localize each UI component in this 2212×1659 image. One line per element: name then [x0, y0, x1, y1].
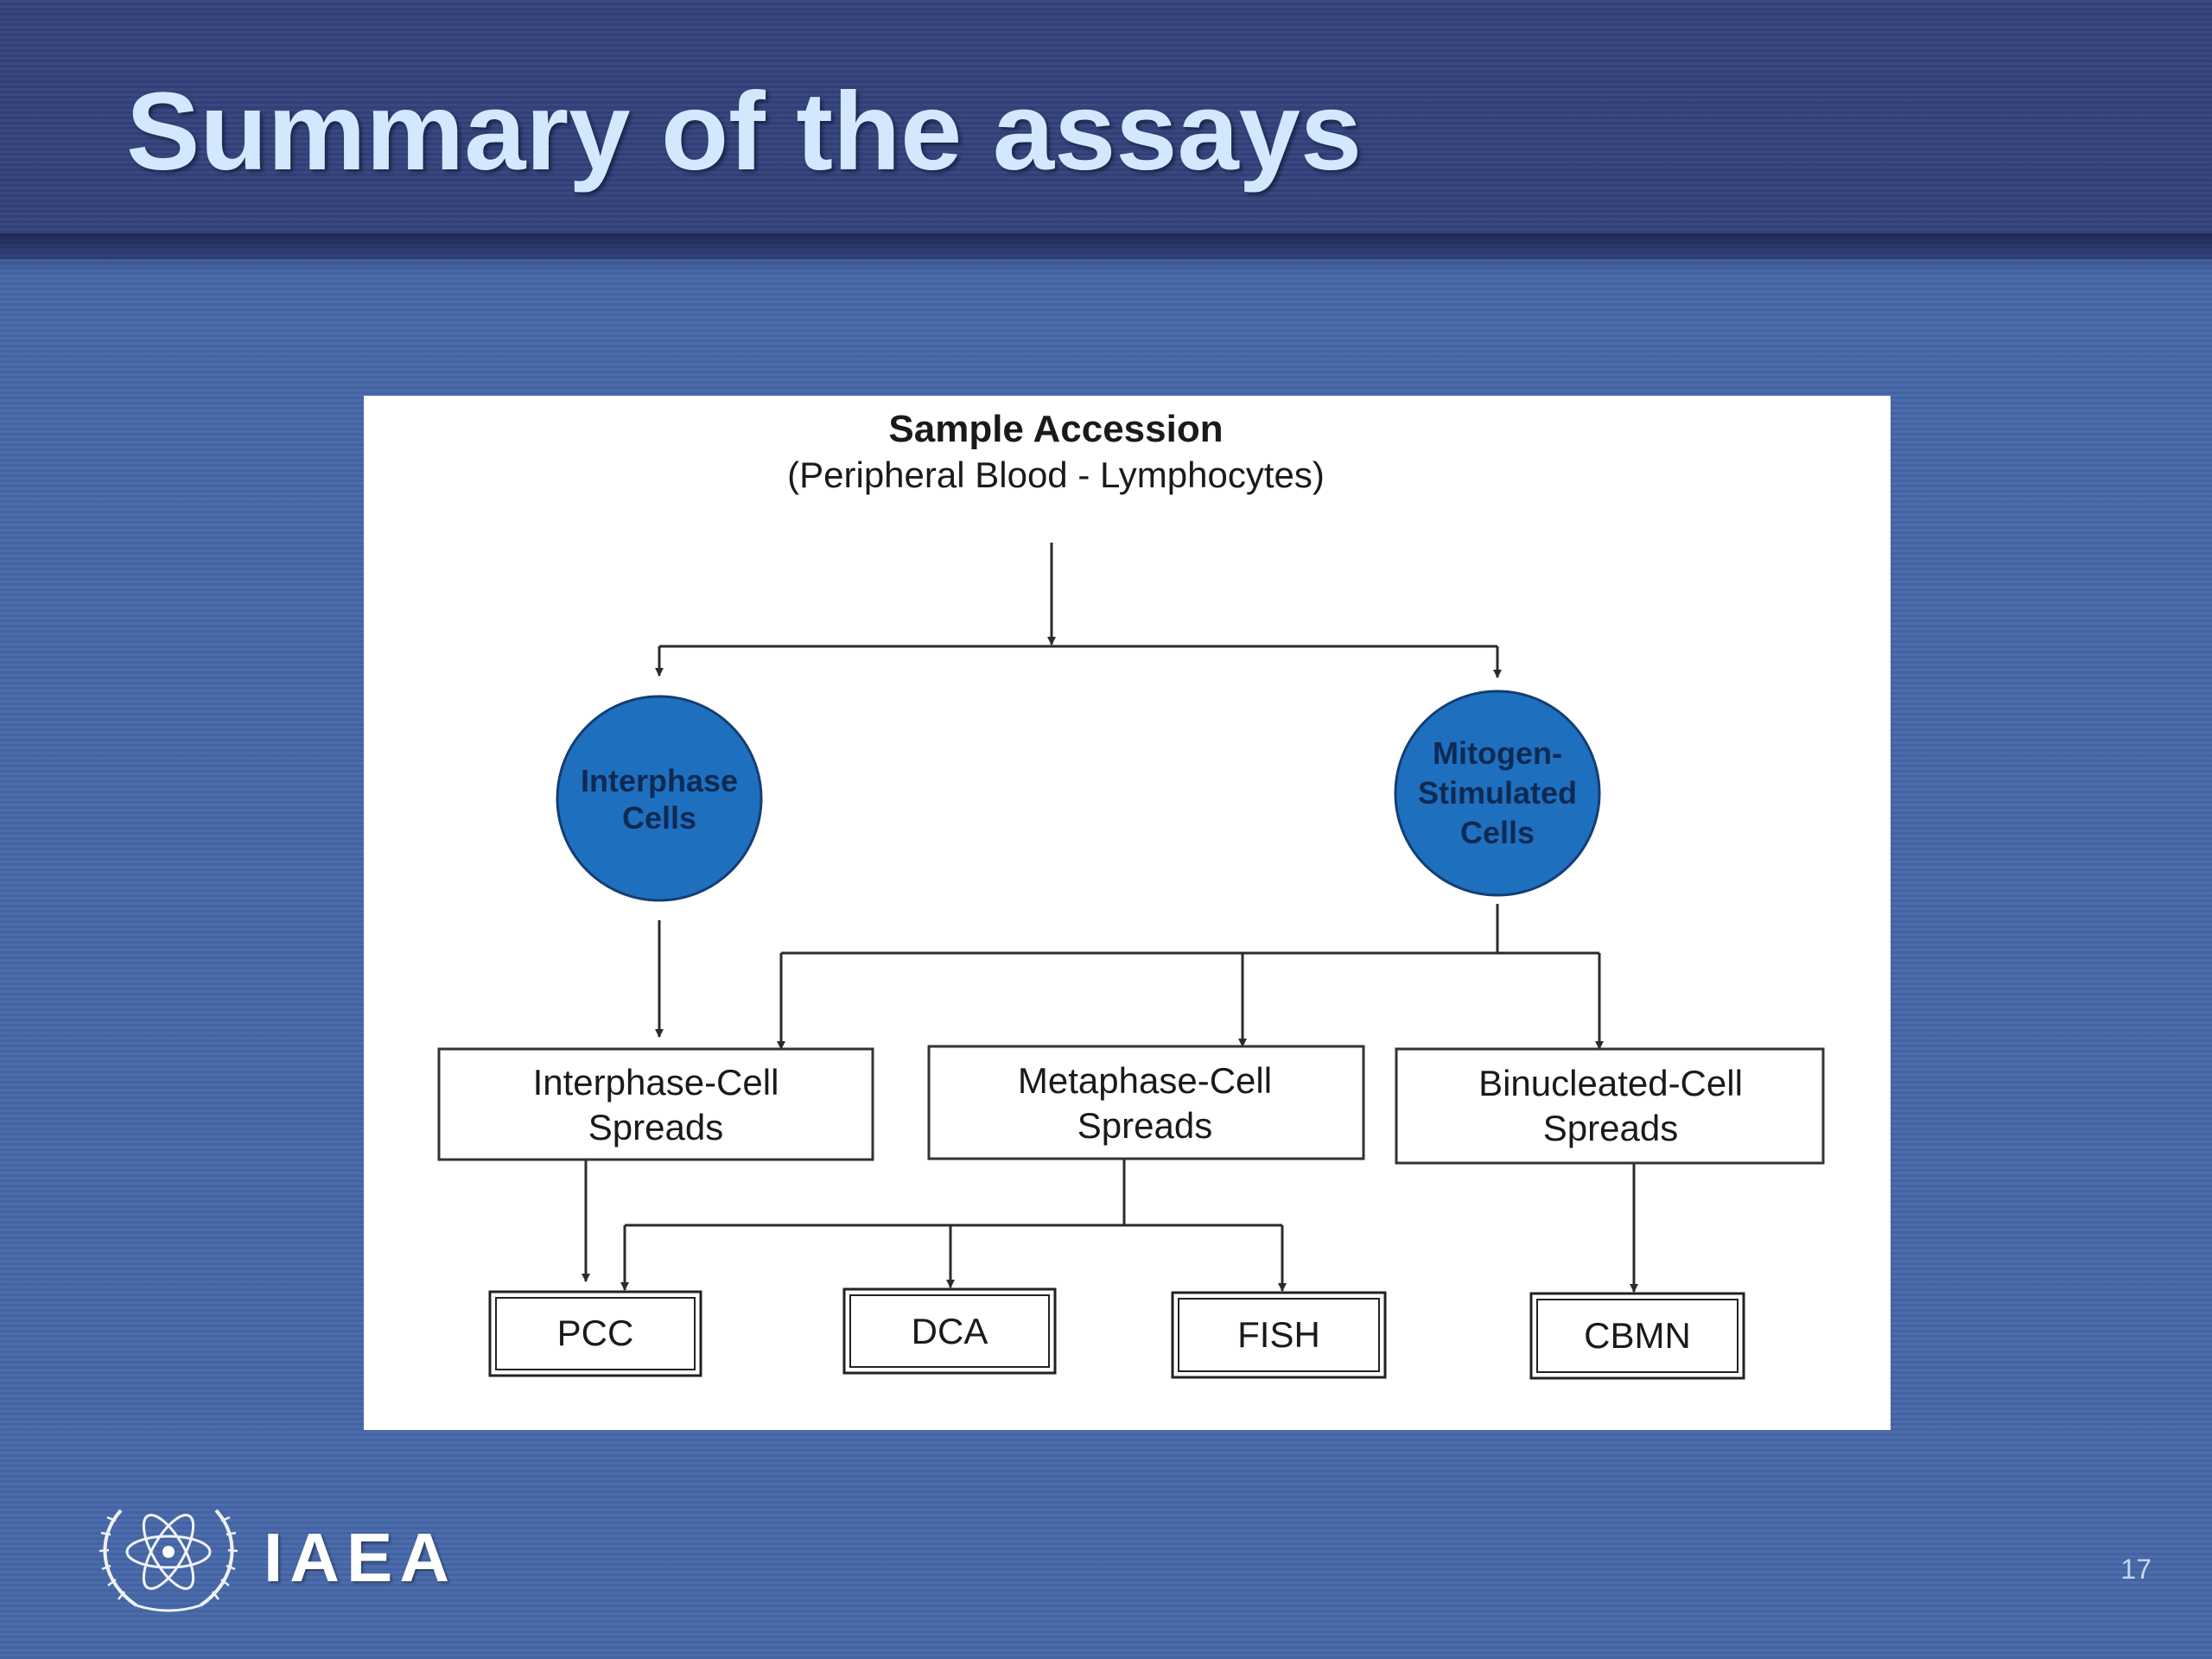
cbmn-box-inner	[1536, 1299, 1738, 1373]
iaea-logo: IAEA	[86, 1484, 475, 1623]
mitogen-cells-label-line1: Mitogen-	[1433, 735, 1562, 771]
assay-flowchart: Sample Accession (Peripheral Blood - Lym…	[364, 396, 1891, 1430]
source-subtitle: (Peripheral Blood - Lymphocytes)	[787, 454, 1325, 495]
mitogen-cells-label-line3: Cells	[1460, 815, 1535, 850]
flowchart-canvas: Sample Accession (Peripheral Blood - Lym…	[437, 408, 1825, 1380]
pcc-box-outer	[488, 1290, 702, 1377]
assay-box-dca: DCA	[842, 1287, 1057, 1375]
un-wreath-atom-emblem-icon	[99, 1509, 238, 1612]
dca-label: DCA	[912, 1311, 988, 1351]
metaphase-spreads-box	[927, 1045, 1365, 1160]
cbmn-label: CBMN	[1584, 1315, 1691, 1356]
interphase-cells-circle	[556, 695, 763, 902]
binucleated-spreads-line1: Binucleated-Cell	[1478, 1063, 1743, 1103]
assay-box-fish: FISH	[1171, 1291, 1387, 1379]
dca-box-inner	[849, 1294, 1050, 1368]
cell-type-interphase: Interphase Cells	[556, 695, 763, 902]
title-bar	[0, 0, 2212, 259]
metaphase-spreads-line2: Spreads	[1077, 1105, 1212, 1146]
interphase-spreads-line2: Spreads	[588, 1107, 723, 1147]
pcc-label: PCC	[557, 1313, 634, 1353]
cell-type-mitogen: Mitogen- Stimulated Cells	[1394, 690, 1601, 897]
dca-box-outer	[842, 1287, 1057, 1375]
assay-box-cbmn: CBMN	[1529, 1292, 1745, 1380]
source-title: Sample Accession	[888, 408, 1223, 450]
page-number: 17	[2120, 1554, 2152, 1585]
spread-box-interphase: Interphase-Cell Spreads	[437, 1047, 874, 1161]
iaea-logo-text: IAEA	[264, 1519, 457, 1596]
mitogen-cells-label-line2: Stimulated	[1418, 775, 1577, 810]
slide-title: Summary of the assays	[126, 70, 1362, 194]
connector-lines	[582, 543, 1638, 1293]
spread-box-metaphase: Metaphase-Cell Spreads	[927, 1045, 1365, 1160]
fish-box-outer	[1171, 1291, 1387, 1379]
binucleated-spreads-line2: Spreads	[1543, 1108, 1678, 1148]
fish-label: FISH	[1237, 1314, 1320, 1355]
metaphase-spreads-line1: Metaphase-Cell	[1018, 1060, 1272, 1101]
mitogen-cells-circle	[1394, 690, 1601, 897]
title-bar-shadow	[0, 233, 2212, 276]
interphase-cells-label-line1: Interphase	[581, 763, 738, 798]
spread-box-binucleated: Binucleated-Cell Spreads	[1395, 1047, 1825, 1165]
assay-box-pcc: PCC	[488, 1290, 702, 1377]
fish-box-inner	[1178, 1298, 1380, 1372]
binucleated-spreads-box	[1395, 1047, 1825, 1165]
pcc-box-inner	[495, 1297, 696, 1370]
interphase-cells-label-line2: Cells	[622, 800, 696, 836]
interphase-spreads-box	[437, 1047, 874, 1161]
interphase-spreads-line1: Interphase-Cell	[533, 1062, 779, 1103]
cbmn-box-outer	[1529, 1292, 1745, 1380]
